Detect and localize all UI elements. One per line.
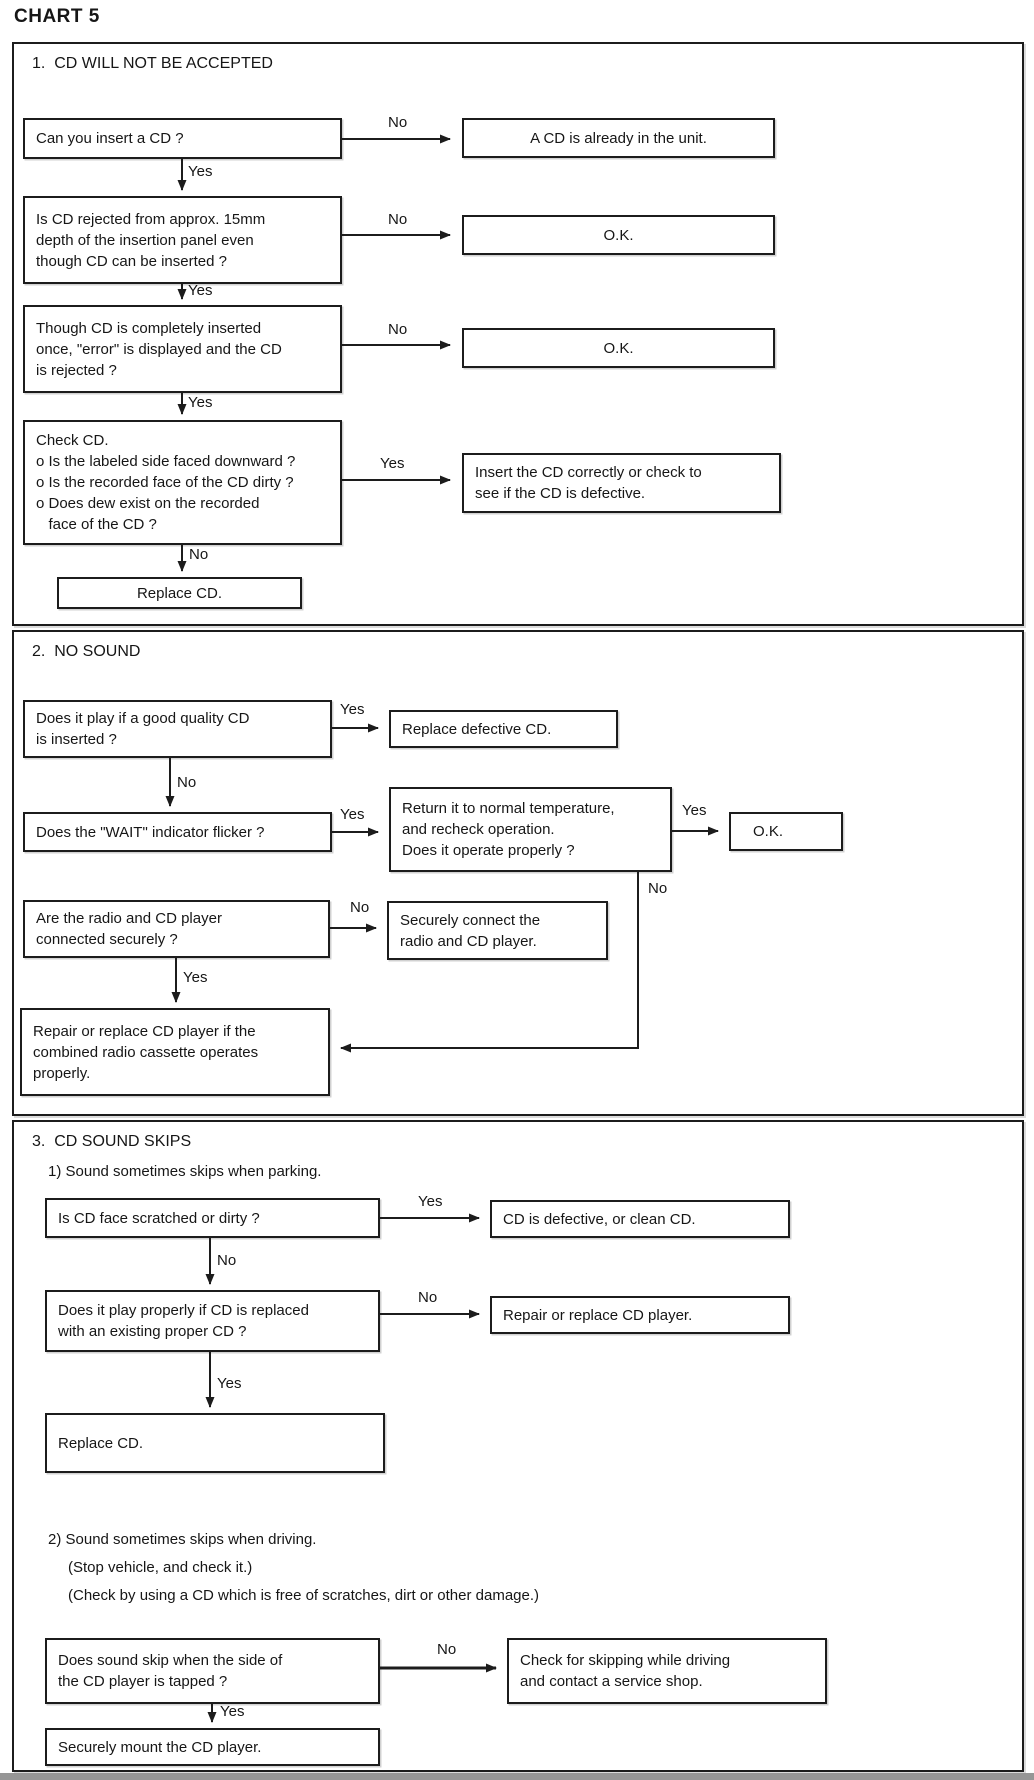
section-1-heading: 1. CD WILL NOT BE ACCEPTED bbox=[32, 55, 273, 72]
s3-q2-box: Does it play properly if CD is replaced … bbox=[45, 1290, 380, 1352]
s1-yes-label-1: Yes bbox=[188, 163, 213, 180]
s2-q1-box: Does it play if a good quality CD is ins… bbox=[23, 700, 332, 758]
s2-no-label-1: No bbox=[177, 774, 197, 791]
s2-yes-label-1: Yes bbox=[340, 701, 365, 718]
s2-end-box: Repair or replace CD player if the combi… bbox=[20, 1008, 330, 1096]
s3-no-label-3: No bbox=[437, 1641, 457, 1658]
s2-no-label-3: No bbox=[350, 899, 370, 916]
s3-sub1-label: 1) Sound sometimes skips when parking. bbox=[48, 1163, 322, 1180]
s1-yes-label-2: Yes bbox=[188, 282, 213, 299]
s3-a3-box: Check for skipping while driving and con… bbox=[507, 1638, 827, 1704]
s1-a2-box: O.K. bbox=[462, 215, 775, 255]
s3-yes-label-1: Yes bbox=[418, 1193, 443, 1210]
s1-no-label-1: No bbox=[388, 114, 408, 131]
s2-a2-box: Return it to normal temperature, and rec… bbox=[389, 787, 672, 872]
s1-a4-box: Insert the CD correctly or check to see … bbox=[462, 453, 781, 513]
s3-sub2-line3: (Check by using a CD which is free of sc… bbox=[68, 1587, 540, 1604]
s2-yes-label-4: Yes bbox=[183, 969, 208, 986]
s2-q3-box: Are the radio and CD player connected se… bbox=[23, 900, 330, 958]
s3-end1-box: Replace CD. bbox=[45, 1413, 385, 1473]
s1-no-label-3: No bbox=[388, 321, 408, 338]
s3-yes-label-3: Yes bbox=[220, 1703, 245, 1720]
section-3-heading: 3. CD SOUND SKIPS bbox=[32, 1133, 192, 1150]
page-edge-shadow bbox=[0, 1773, 1034, 1780]
s1-a3-box: O.K. bbox=[462, 328, 775, 368]
s3-sub2-line1: 2) Sound sometimes skips when driving. bbox=[48, 1531, 317, 1548]
s2-ok-box: O.K. bbox=[729, 812, 843, 851]
s2-a1-box: Replace defective CD. bbox=[389, 710, 618, 748]
s3-end2-box: Securely mount the CD player. bbox=[45, 1728, 380, 1766]
s2-yes-label-3: Yes bbox=[682, 802, 707, 819]
s1-q1-box: Can you insert a CD ? bbox=[23, 118, 342, 159]
s1-q2-box: Is CD rejected from approx. 15mm depth o… bbox=[23, 196, 342, 284]
s2-a3-box: Securely connect the radio and CD player… bbox=[387, 901, 608, 960]
s3-sub2-line2: (Stop vehicle, and check it.) bbox=[68, 1559, 253, 1576]
page-title: CHART 5 bbox=[14, 6, 100, 27]
s3-q3-box: Does sound skip when the side of the CD … bbox=[45, 1638, 380, 1704]
s1-q4-box: Check CD. o Is the labeled side faced do… bbox=[23, 420, 342, 545]
s2-yes-label-2: Yes bbox=[340, 806, 365, 823]
s1-a1-box: A CD is already in the unit. bbox=[462, 118, 775, 158]
section-2-heading: 2. NO SOUND bbox=[32, 643, 141, 660]
s3-a2-box: Repair or replace CD player. bbox=[490, 1296, 790, 1334]
s1-no-label-4: No bbox=[189, 546, 209, 563]
s1-yes-label-4: Yes bbox=[380, 455, 405, 472]
s2-q2-box: Does the "WAIT" indicator flicker ? bbox=[23, 812, 332, 852]
s3-no-label-2: No bbox=[418, 1289, 438, 1306]
s3-q1-box: Is CD face scratched or dirty ? bbox=[45, 1198, 380, 1238]
s1-yes-label-3: Yes bbox=[188, 394, 213, 411]
s1-q3-box: Though CD is completely inserted once, "… bbox=[23, 305, 342, 393]
s1-end-box: Replace CD. bbox=[57, 577, 302, 609]
s1-no-label-2: No bbox=[388, 211, 408, 228]
s3-no-label-1: No bbox=[217, 1252, 237, 1269]
s2-no-label-2: No bbox=[648, 880, 668, 897]
s3-a1-box: CD is defective, or clean CD. bbox=[490, 1200, 790, 1238]
s3-yes-label-2: Yes bbox=[217, 1375, 242, 1392]
